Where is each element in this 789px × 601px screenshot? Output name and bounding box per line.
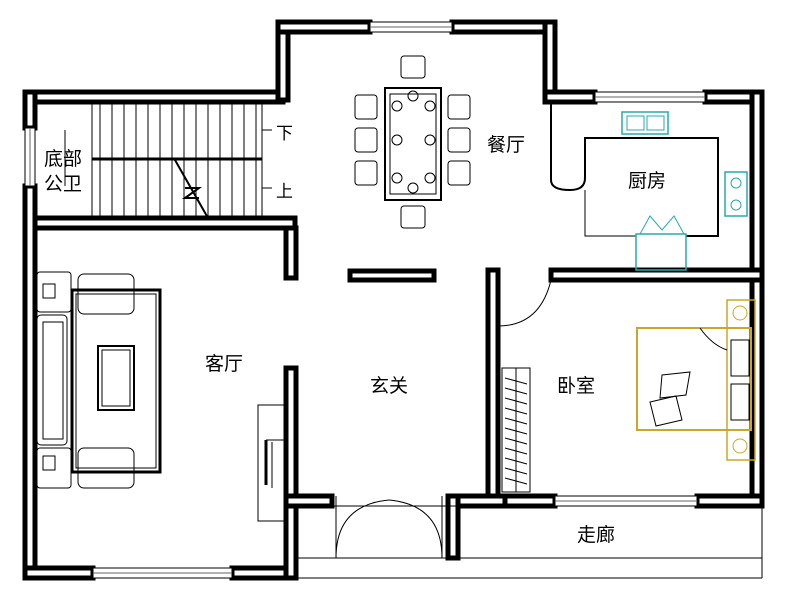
- kitchen-label: 厨房: [628, 170, 666, 192]
- bathroom-label-line2: 公卫: [44, 173, 82, 195]
- corridor-label: 走廊: [577, 524, 615, 546]
- wardrobe-hanger: [504, 387, 528, 395]
- bedroom-label: 卧室: [557, 375, 595, 397]
- bed: [636, 299, 756, 461]
- wardrobe-hanger: [504, 457, 528, 465]
- sofa-set: [36, 271, 162, 489]
- stove-icon: [724, 171, 748, 217]
- dining-table: [354, 55, 471, 229]
- wardrobe-hanger: [504, 467, 528, 475]
- wardrobe-hanger: [504, 377, 528, 385]
- kitchen-sink-icon: [621, 111, 669, 135]
- windows: [24, 21, 706, 579]
- interior-walls: [32, 215, 765, 499]
- wardrobe-hanger: [504, 447, 528, 455]
- chair-bottom: [400, 205, 426, 229]
- kitchen-counter: [550, 102, 748, 271]
- front-doors: [335, 496, 443, 559]
- wardrobe-hanger: [504, 407, 528, 415]
- wardrobe-hanger: [504, 397, 528, 405]
- wardrobe: [501, 367, 531, 493]
- foyer-label: 玄关: [370, 375, 408, 397]
- stair-up-label: 上: [276, 182, 293, 202]
- living-room-label: 客厅: [205, 353, 243, 375]
- chair-top: [400, 55, 426, 79]
- exterior-walls: [22, 19, 765, 581]
- room-labels: 餐厅 厨房 客厅 玄关 卧室 走廊: [205, 134, 666, 546]
- staircase: 下 上: [91, 101, 293, 219]
- wardrobe-hanger: [504, 477, 528, 485]
- stair-down-label: 下: [276, 124, 293, 144]
- fridge-icon: [635, 215, 687, 271]
- dining-room-label: 餐厅: [487, 134, 525, 156]
- corridor-outline: [295, 504, 763, 579]
- wardrobe-hanger: [504, 437, 528, 445]
- tv-cabinet: [257, 404, 287, 522]
- wardrobe-hanger: [504, 417, 528, 425]
- bedroom-door: [497, 279, 552, 327]
- wardrobe-hanger: [504, 427, 528, 435]
- bathroom-label-line1: 底部: [44, 148, 82, 170]
